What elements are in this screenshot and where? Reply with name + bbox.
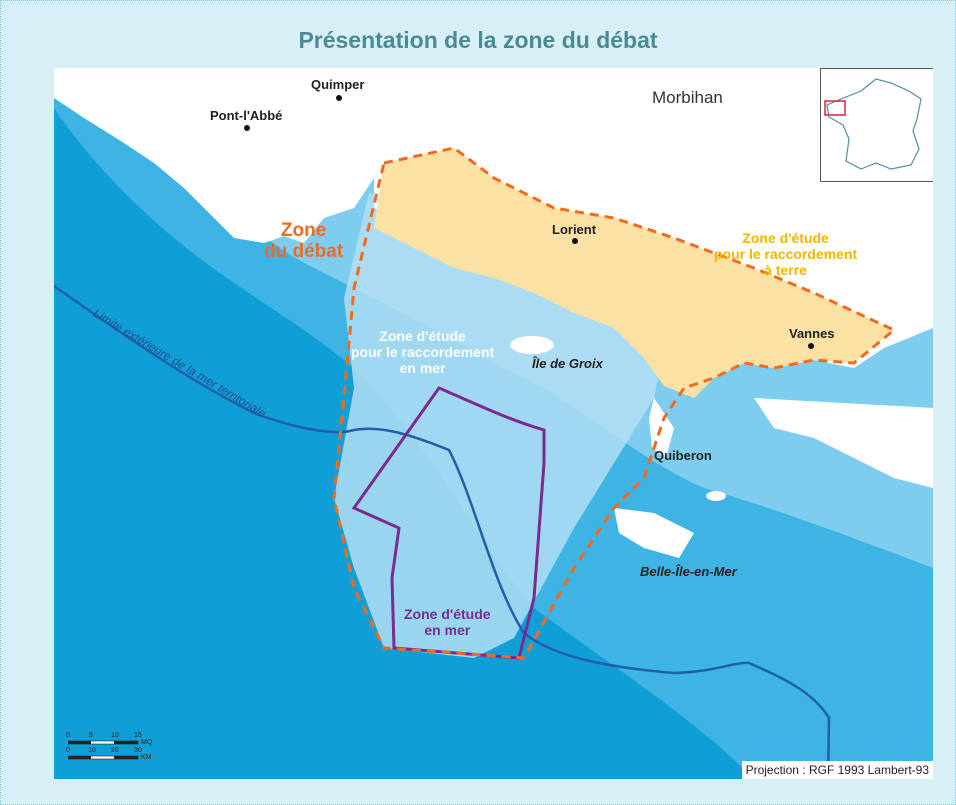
zone-etude-terre-label: Zone d'étude pour le raccordement à terr… bbox=[714, 230, 858, 278]
scale-tick-bottom-3: 30 bbox=[134, 747, 142, 754]
inset-highlight-box bbox=[824, 100, 846, 116]
scale-tick-top-2: 10 bbox=[111, 732, 119, 739]
zone-etude-mer-raccordement-label: Zone d'étude pour le raccordement en mer bbox=[351, 328, 495, 376]
city-label-lorient: Lorient bbox=[552, 222, 597, 237]
zone-etude-mer-label: Zone d'étude en mer bbox=[404, 606, 491, 638]
scale-tick-top-3: 15 bbox=[134, 732, 142, 739]
city-dot-pont-labbe bbox=[244, 125, 250, 131]
study-zone-land-area bbox=[374, 148, 894, 398]
city-dot-vannes bbox=[808, 343, 814, 349]
land-south-coast bbox=[754, 398, 933, 488]
city-label-vannes: Vannes bbox=[789, 326, 835, 341]
offshore-zone-outline bbox=[351, 386, 546, 660]
houat-shape bbox=[706, 491, 726, 501]
belle-ile-shape bbox=[614, 508, 694, 558]
scale-tick-bottom-2: 20 bbox=[111, 747, 119, 754]
zone-debat-label: Zone du débat bbox=[264, 220, 344, 262]
debat-zone-border bbox=[332, 146, 897, 660]
city-label-pont-labbe: Pont-l'Abbé bbox=[210, 108, 283, 123]
inset-france-outline bbox=[824, 78, 922, 170]
scale-unit-bottom: KM bbox=[141, 754, 152, 761]
map-graphics bbox=[54, 68, 933, 779]
scale-tick-top-1: 5 bbox=[89, 732, 93, 739]
projection-label: Projection : RGF 1993 Lambert-93 bbox=[741, 761, 933, 779]
map-canvas: Quimper Pont-l'Abbé Lorient Vannes Quibe… bbox=[54, 68, 933, 779]
scale-unit-top: MQ bbox=[141, 739, 153, 746]
city-dot-quimper bbox=[336, 95, 342, 101]
scale-tick-top-0: 0 bbox=[66, 732, 70, 739]
map-title: Présentation de la zone du débat bbox=[298, 27, 658, 53]
scale-tick-bottom-1: 10 bbox=[88, 747, 96, 754]
city-label-quimper: Quimper bbox=[311, 77, 365, 92]
inset-locator-map bbox=[820, 68, 933, 182]
island-label-groix: Île de Groix bbox=[532, 356, 603, 371]
island-label-belle-ile: Belle-Île-en-Mer bbox=[640, 564, 737, 579]
land-finistere bbox=[54, 68, 374, 243]
territorial-limit-line bbox=[54, 284, 831, 779]
department-label: Morbihan bbox=[652, 88, 723, 107]
scale-bar-graphics bbox=[68, 740, 139, 760]
ile-de-groix-shape bbox=[510, 336, 554, 354]
city-dot-lorient bbox=[572, 238, 578, 244]
scale-tick-bottom-0: 0 bbox=[66, 747, 70, 754]
city-label-quiberon: Quiberon bbox=[654, 448, 712, 463]
